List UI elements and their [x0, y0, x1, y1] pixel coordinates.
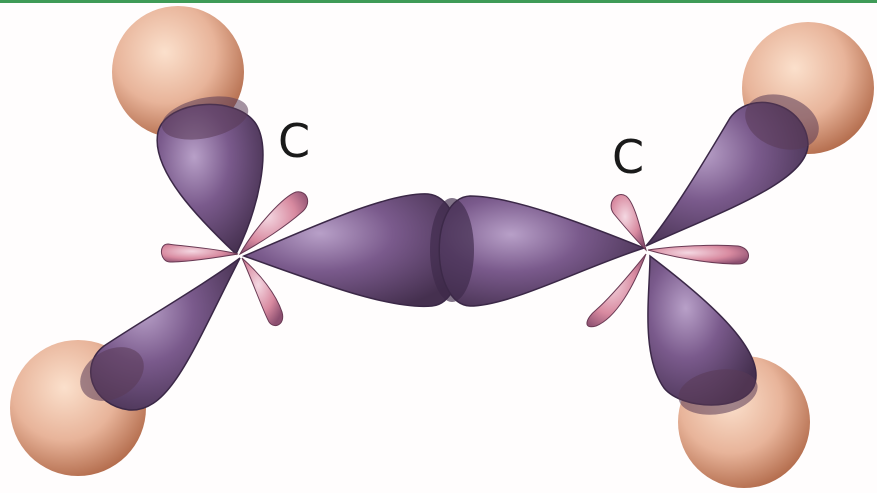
sigma-bond-overlap	[430, 198, 474, 302]
left-carbon-lobe-up	[157, 89, 263, 254]
left-carbon-lobe-down	[71, 258, 240, 412]
right-carbon-label: C	[612, 134, 644, 180]
left-carbon-label: C	[278, 118, 310, 164]
right-carbon-lobe-down	[648, 256, 761, 421]
right-carbon-lobe-up	[646, 85, 827, 246]
